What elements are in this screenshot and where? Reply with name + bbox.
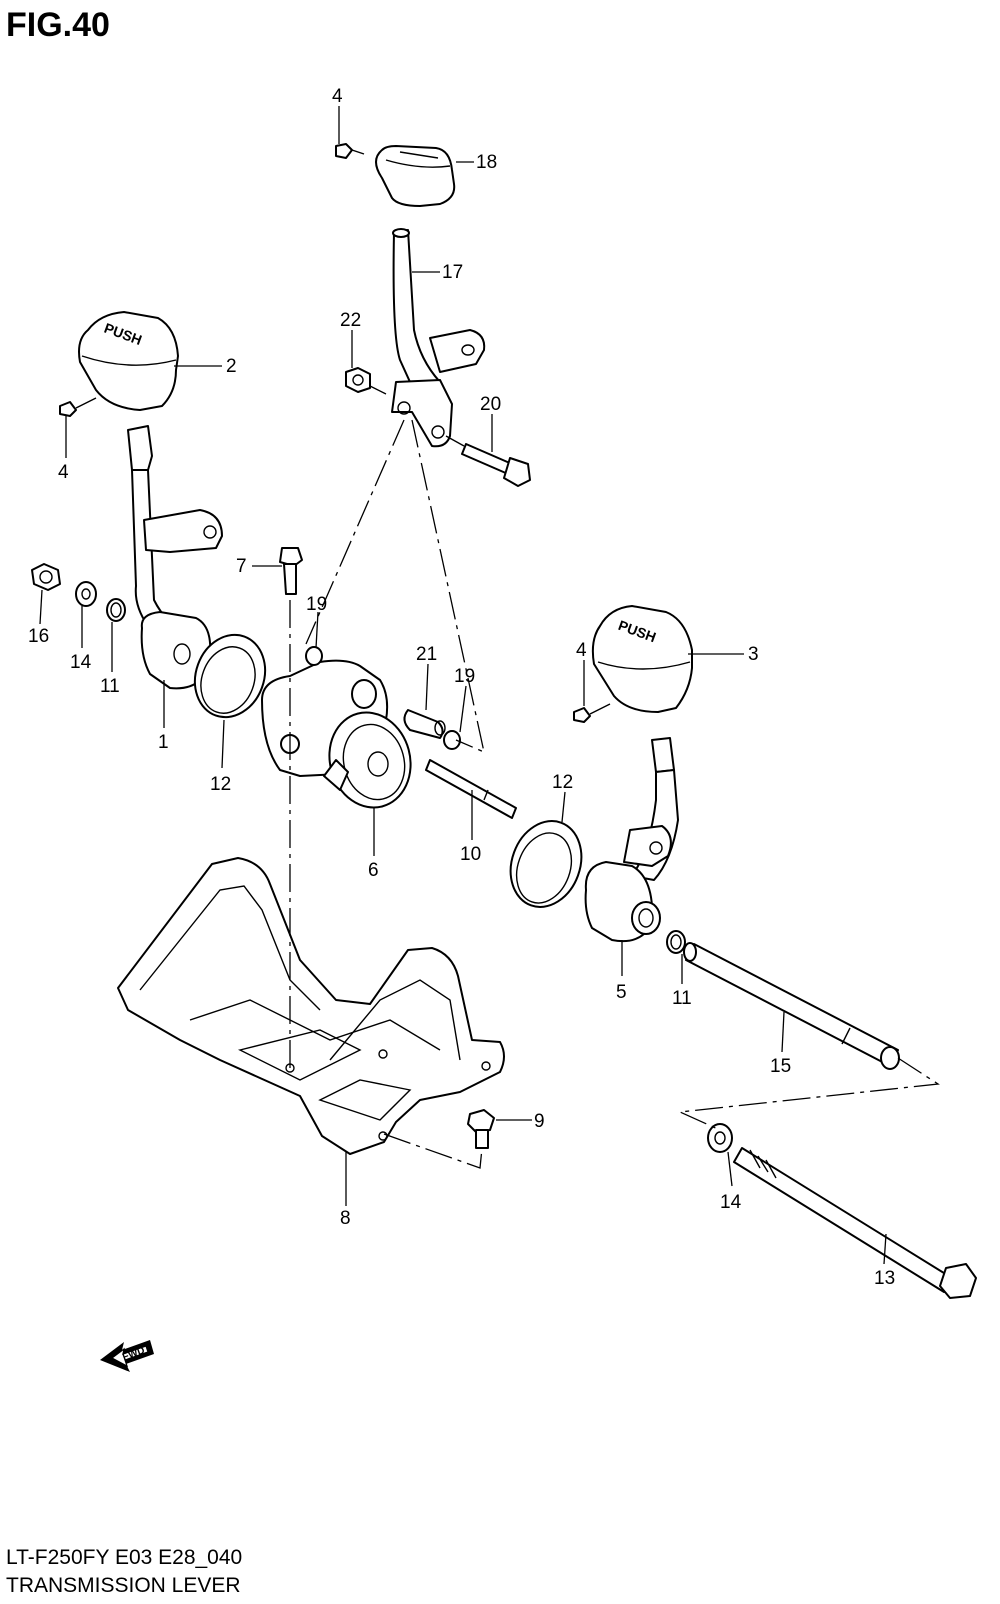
part-14-washer-right — [707, 1123, 733, 1153]
callout-19-right: 19 — [454, 666, 475, 687]
callout-4-right: 4 — [576, 640, 587, 661]
part-4-screw-right — [573, 703, 611, 723]
callout-4-left: 4 — [58, 462, 69, 483]
part-14-washer-left — [75, 581, 97, 607]
model-code: LT-F250FY E03 E28_040 — [6, 1546, 243, 1569]
callout-22: 22 — [340, 310, 361, 331]
callout-12-left: 12 — [210, 774, 231, 795]
callout-7: 7 — [236, 556, 247, 577]
part-20-bolt — [445, 435, 531, 487]
part-9-bolt — [467, 1109, 495, 1149]
callout-19-upper: 19 — [306, 594, 327, 615]
part-7-bolt — [279, 547, 303, 595]
part-4-screw-top — [335, 143, 365, 159]
part-22-nut — [345, 367, 387, 395]
callout-11-right: 11 — [672, 988, 692, 1009]
callout-18: 18 — [476, 152, 497, 173]
part-11-ring-left — [106, 598, 126, 622]
part-13-bolt — [733, 1147, 977, 1299]
part-2-knob-left: PUSH — [78, 311, 179, 411]
part-5-lever-right — [584, 737, 679, 943]
callout-3: 3 — [748, 644, 759, 665]
callout-2: 2 — [226, 356, 237, 377]
callout-16: 16 — [28, 626, 49, 647]
callout-10: 10 — [460, 844, 481, 865]
callout-17: 17 — [442, 262, 463, 283]
part-18-cap — [375, 145, 456, 207]
part-12-seal-left — [193, 633, 267, 719]
callout-4: 4 — [332, 86, 343, 107]
part-11-ring-right — [666, 930, 686, 954]
part-19-ring-upper — [305, 646, 323, 666]
callout-21: 21 — [416, 644, 437, 665]
callout-20: 20 — [480, 394, 501, 415]
forward-direction-arrow: FWD — [100, 1340, 154, 1372]
part-17-lever — [391, 228, 486, 448]
figure-title: FIG.40 — [6, 6, 110, 44]
callout-12-right: 12 — [552, 772, 573, 793]
part-6-housing — [261, 659, 412, 809]
part-21-pin — [403, 709, 446, 739]
part-1-lever-left — [127, 425, 223, 690]
part-12-seal-right — [509, 820, 583, 908]
part-15-shaft — [683, 942, 900, 1070]
callout-8: 8 — [340, 1208, 351, 1229]
callout-9: 9 — [534, 1111, 545, 1132]
callout-5: 5 — [616, 982, 627, 1003]
part-4-screw-left — [59, 397, 97, 417]
callout-14-right: 14 — [720, 1192, 742, 1213]
figure-caption: TRANSMISSION LEVER — [6, 1574, 241, 1597]
part-19-ring-right — [443, 730, 461, 750]
callout-1: 1 — [158, 732, 169, 753]
callout-15: 15 — [770, 1056, 791, 1077]
part-8-bracket — [117, 857, 505, 1155]
callout-6: 6 — [368, 860, 379, 881]
part-16-nut-left — [31, 563, 61, 591]
part-10-shaft — [425, 759, 517, 819]
callout-14-left: 14 — [70, 652, 92, 673]
callout-11-left: 11 — [100, 676, 120, 697]
part-3-knob-right: PUSH — [591, 605, 693, 713]
callout-13: 13 — [874, 1268, 895, 1289]
